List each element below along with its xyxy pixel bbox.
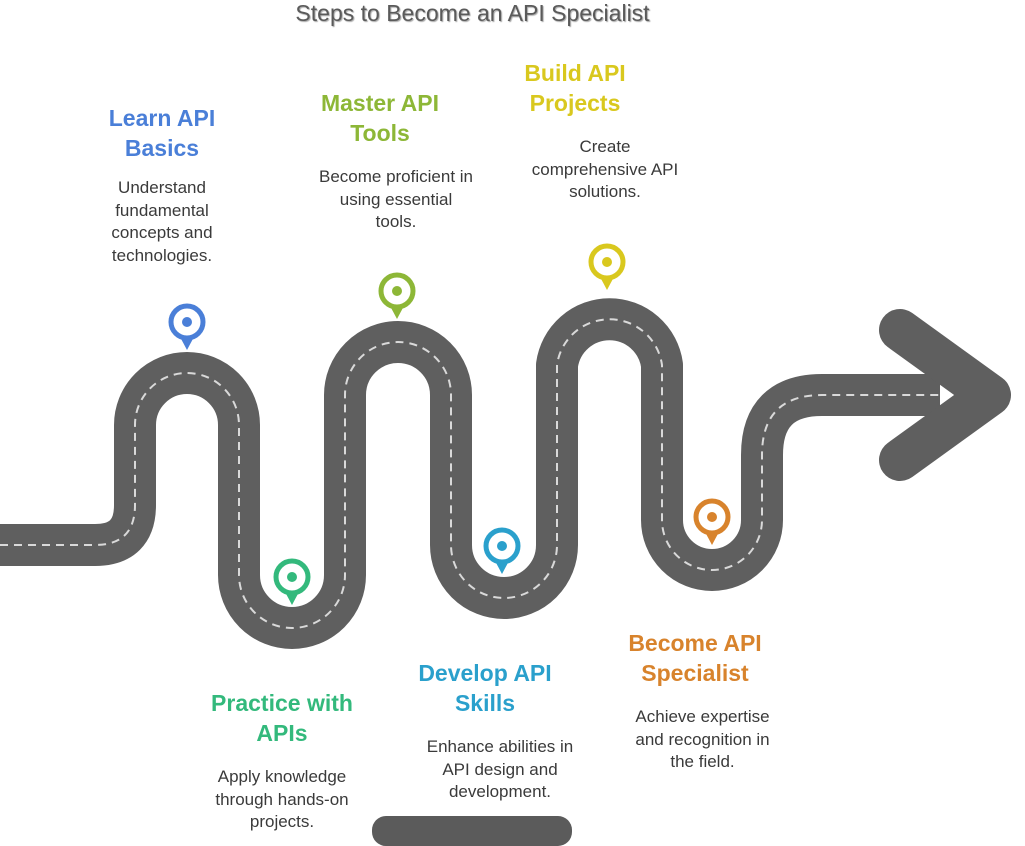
step-build-description: Create comprehensive API solutions. [531,137,679,201]
step-practice-title: Practice with APIs [211,690,353,746]
step-build-title: Build API Projects [524,60,626,116]
step-specialist-location-pin-icon [693,498,731,545]
step-practice-description: Apply knowledge through hands-on project… [215,767,349,831]
road-center-line [0,318,940,629]
diagram-title: Steps to Become an API Specialist [295,0,650,26]
arrow-head-icon [879,309,1011,481]
bottom-toolbar [372,816,572,846]
step-master-title: Master API Tools [320,90,440,146]
step-learn-description: Understand fundamental concepts and tech… [111,178,213,265]
step-develop-description: Enhance abilities in API design and deve… [426,737,574,801]
step-master-location-pin-icon [378,272,416,319]
road-body [0,298,940,649]
step-master-description: Become proficient in using essential too… [318,167,474,231]
step-develop-title: Develop API Skills [418,660,552,716]
step-develop-location-pin-icon [483,527,521,574]
step-build-location-pin-icon [588,243,626,290]
step-learn-location-pin-icon [168,303,206,350]
step-specialist-title: Become API Specialist [628,630,762,686]
step-practice-location-pin-icon [273,558,311,605]
step-learn-title: Learn API Basics [108,105,216,161]
step-specialist-description: Achieve expertise and recognition in the… [635,707,770,771]
